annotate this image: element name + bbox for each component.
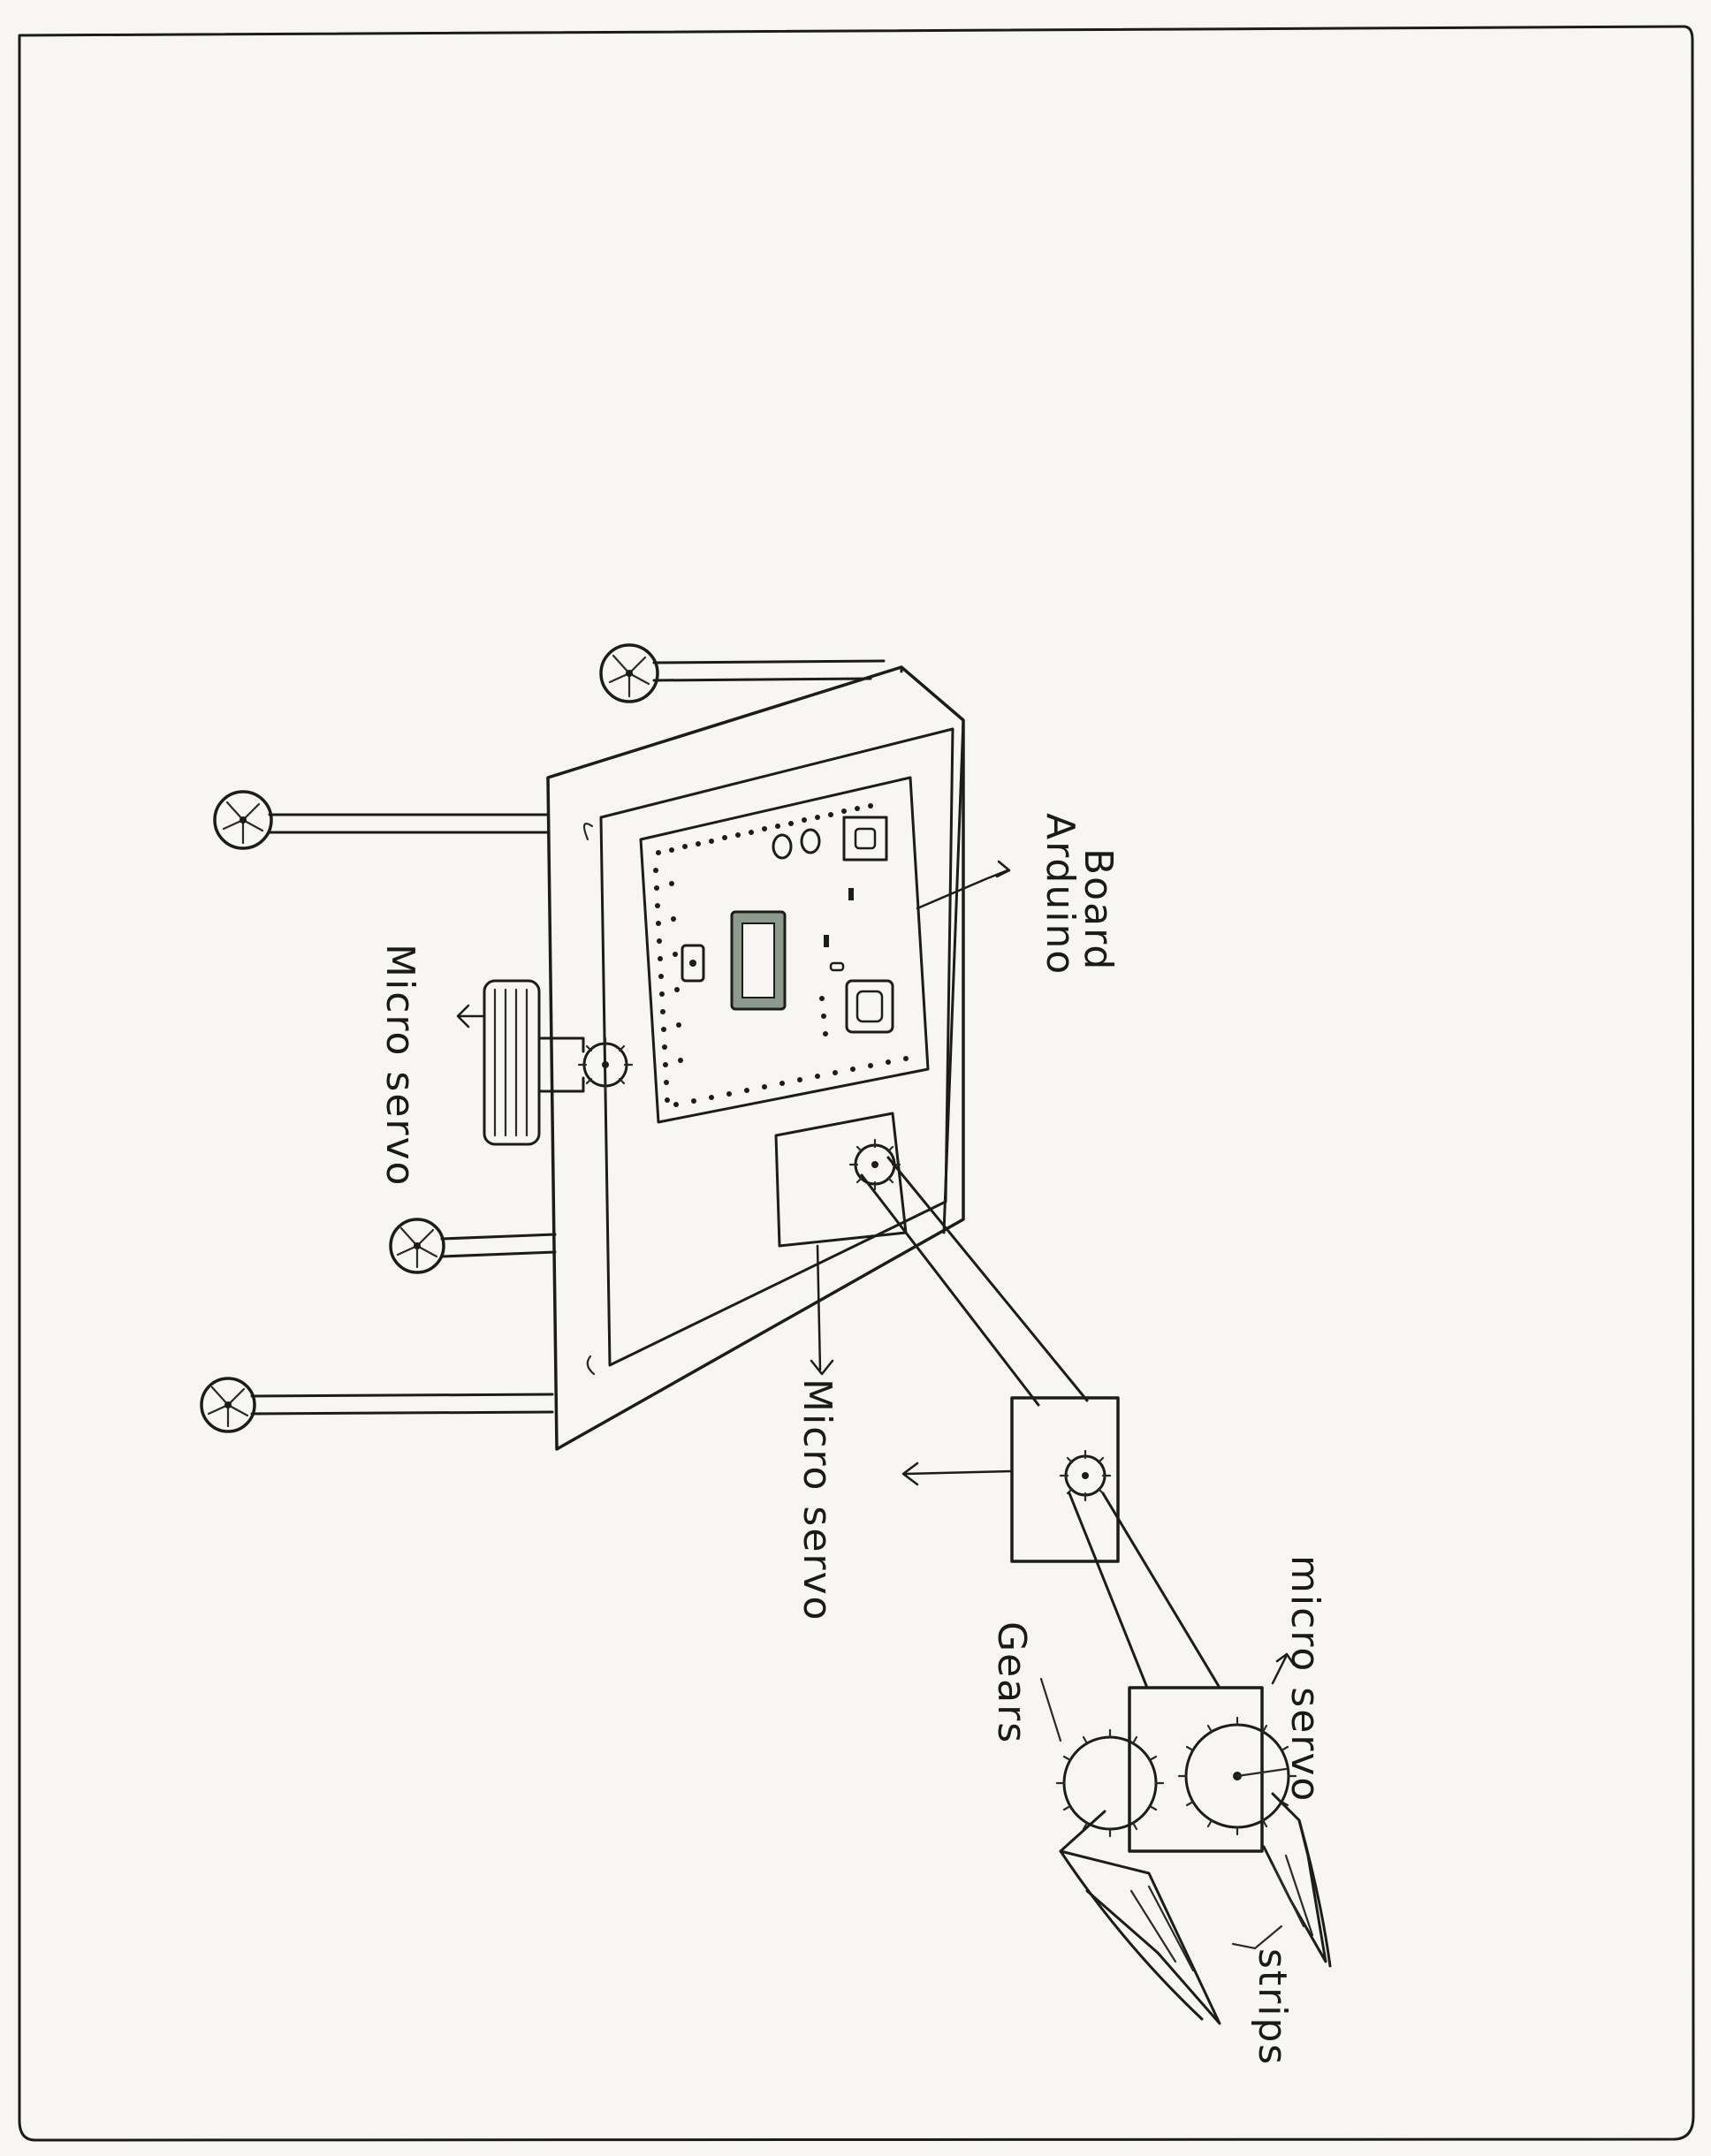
arrow-icon xyxy=(584,824,592,839)
label-micro-servo-center: Micro servo xyxy=(795,1378,840,1621)
label-strips: strips xyxy=(1250,1948,1295,2066)
wheel-icon xyxy=(215,792,271,848)
arm-segment-2 xyxy=(1069,1493,1220,1688)
arm-segment-1 xyxy=(862,1158,1087,1405)
center-micro-servo xyxy=(776,1113,906,1374)
arrow-icon xyxy=(588,1356,594,1374)
gear-icon xyxy=(1057,1730,1163,1836)
gear-icon xyxy=(579,1038,632,1091)
arduino-board xyxy=(641,778,928,1122)
wheels xyxy=(202,645,658,1431)
arrow-icon xyxy=(458,1006,484,1027)
label-gears: Gears xyxy=(989,1621,1034,1744)
arrow-icon xyxy=(1233,1926,1281,1948)
label-micro-servo-right: micro servo xyxy=(1282,1555,1327,1803)
label-micro-servo-left: Micro servo xyxy=(377,944,422,1187)
wheel-icon xyxy=(202,1378,255,1431)
arrow-icon xyxy=(1041,1679,1061,1741)
gear-icon xyxy=(850,1140,900,1189)
wheel-icon xyxy=(601,645,658,702)
base-plate xyxy=(548,667,963,1449)
arrow-icon xyxy=(903,1463,1012,1484)
wheel-icon xyxy=(391,1219,444,1272)
gear-icon xyxy=(1179,1718,1296,1834)
label-arduino-board-2: Board xyxy=(1076,848,1121,971)
